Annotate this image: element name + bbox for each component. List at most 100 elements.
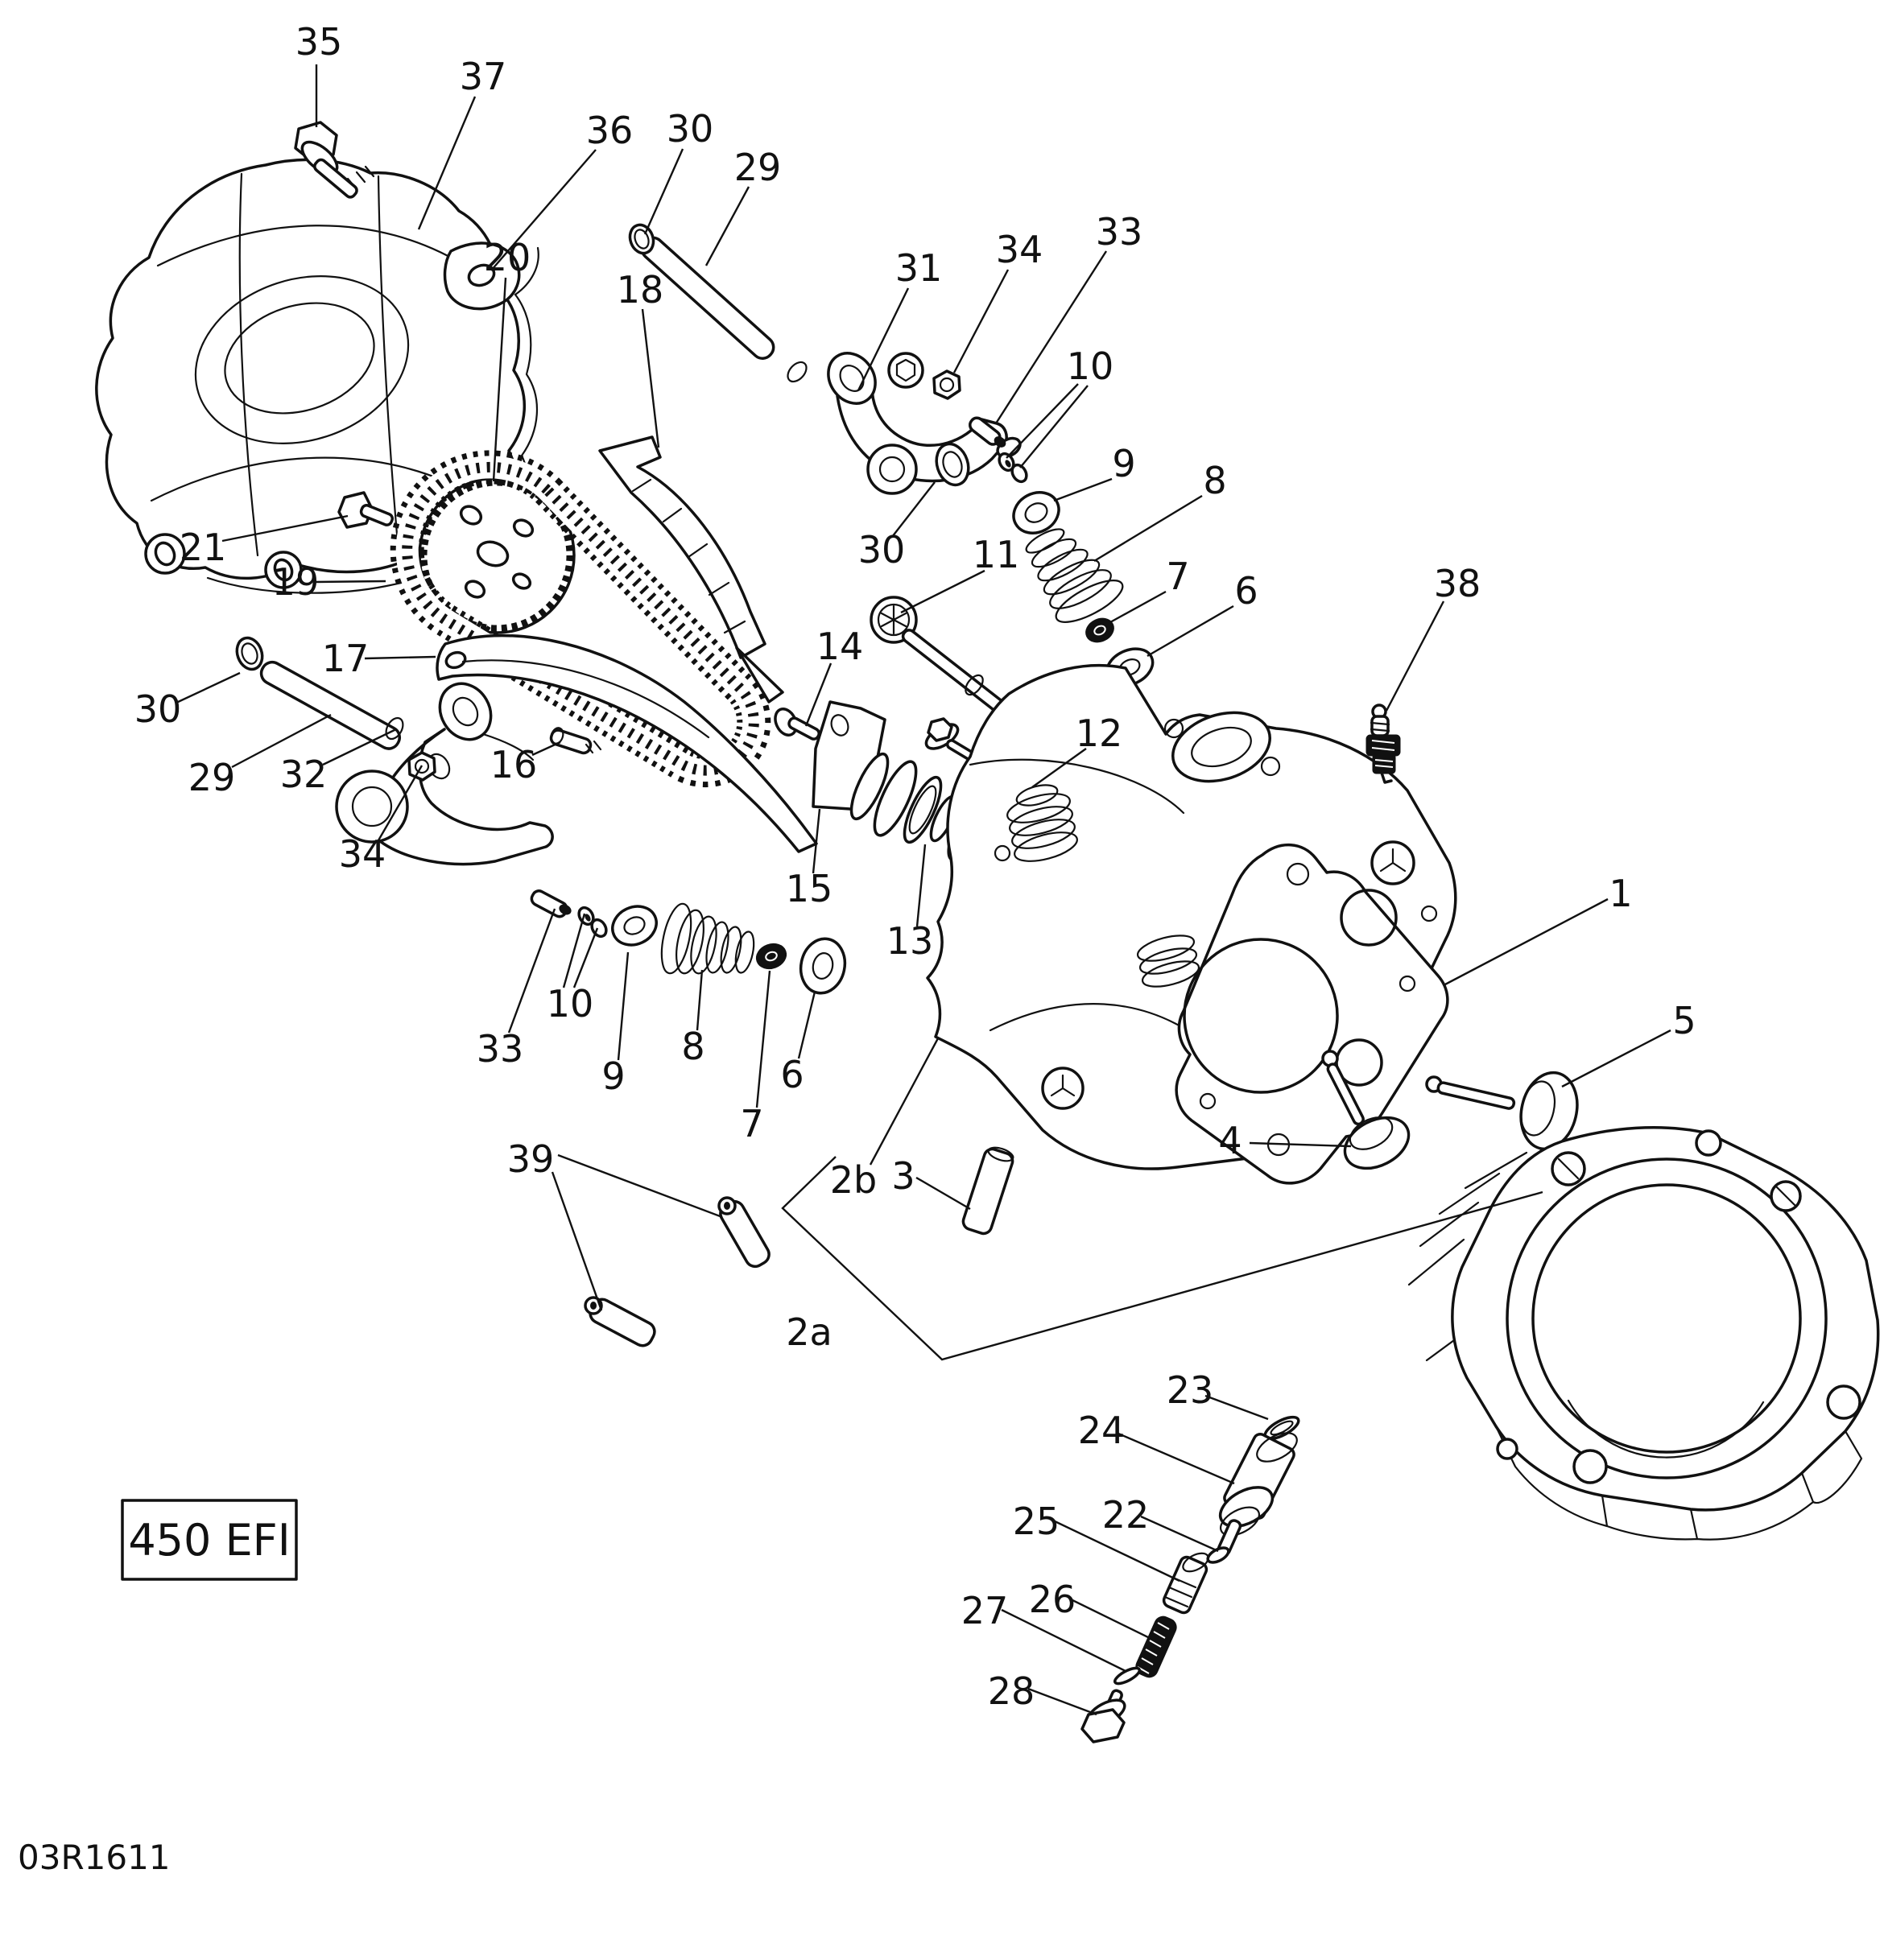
callout-label-20: 20 xyxy=(484,236,531,279)
callout-28: 28 xyxy=(988,1669,1097,1716)
callout-13: 13 xyxy=(886,844,934,963)
callout-23: 23 xyxy=(1167,1368,1269,1421)
callout-18: 18 xyxy=(617,268,663,448)
callout-26: 26 xyxy=(1029,1578,1152,1640)
callout-label-9-bottom: 9 xyxy=(601,1054,625,1098)
callout-9-bottom: 9 xyxy=(601,951,630,1098)
adjuster-screw-bottom xyxy=(530,889,572,918)
callout-20: 20 xyxy=(484,236,531,482)
cylinder xyxy=(1407,1125,1880,1541)
callout-label-17: 17 xyxy=(322,637,370,680)
leader-line-34-top xyxy=(952,269,1010,373)
tensioner-blade xyxy=(436,633,818,853)
callout-label-4: 4 xyxy=(1218,1119,1242,1162)
valve-keepers-top xyxy=(998,452,1028,484)
valve-spring-top xyxy=(1025,528,1124,623)
callout-34-bottom: 34 xyxy=(339,765,423,876)
callout-9-top: 9 xyxy=(1053,442,1136,502)
chain-tensioner-body xyxy=(1218,1432,1298,1537)
callout-label-26: 26 xyxy=(1029,1578,1076,1621)
callout-34-top: 34 xyxy=(952,228,1043,373)
callout-2b: 2b xyxy=(830,1038,940,1202)
callout-14: 14 xyxy=(804,625,864,727)
callout-37: 37 xyxy=(417,55,506,230)
callout-7-top: 7 xyxy=(1109,555,1190,624)
leader-line-34-bottom xyxy=(377,765,423,841)
valve-guides xyxy=(584,1196,771,1347)
leader-line-36 xyxy=(490,149,597,271)
callout-17: 17 xyxy=(322,637,436,680)
leader-line-6-bottom xyxy=(797,991,816,1059)
head-gasket xyxy=(1175,844,1449,1185)
leader-line-10-bottom xyxy=(572,927,599,988)
callout-label-31: 31 xyxy=(895,246,943,290)
leader-line-29-top xyxy=(704,186,750,266)
callout-label-7-bottom: 7 xyxy=(740,1102,763,1145)
leader-line-29-left xyxy=(231,713,332,769)
callout-label-12: 12 xyxy=(1076,712,1123,755)
callout-label-35: 35 xyxy=(295,20,343,64)
leader-line-33-bottom xyxy=(507,908,556,1034)
callout-21: 21 xyxy=(180,514,349,569)
leader-line-28 xyxy=(1027,1687,1097,1716)
callout-22: 22 xyxy=(1102,1493,1219,1553)
model-badge-box xyxy=(121,1499,298,1581)
intake-valve xyxy=(1425,1071,1579,1151)
callout-7-bottom: 7 xyxy=(740,970,771,1145)
leader-line-9-top xyxy=(1053,477,1113,502)
leader-line-4 xyxy=(1249,1141,1352,1148)
callout-label-19: 19 xyxy=(272,560,320,604)
timing-chain xyxy=(390,450,771,788)
callout-label-11: 11 xyxy=(973,533,1020,576)
leader-line-17 xyxy=(364,655,436,660)
callout-1: 1 xyxy=(1443,872,1633,987)
callout-10-top: 10 xyxy=(1006,345,1113,468)
leader-line-5 xyxy=(1561,1029,1671,1088)
valve-spring-bottom xyxy=(660,902,755,975)
leader-line-33-top xyxy=(994,250,1108,424)
callout-36: 36 xyxy=(490,109,634,271)
callout-29-top: 29 xyxy=(704,146,781,266)
callout-label-2b: 2b xyxy=(830,1158,877,1202)
callout-label-28: 28 xyxy=(988,1669,1035,1713)
leader-line-38 xyxy=(1385,600,1445,712)
callout-29-left: 29 xyxy=(188,713,332,799)
leader-line-16 xyxy=(531,741,561,757)
leader-line-14 xyxy=(804,662,833,727)
callout-label-25: 25 xyxy=(1013,1500,1060,1543)
callout-label-32: 32 xyxy=(280,753,328,796)
tensioner-spring-26 xyxy=(1135,1615,1177,1678)
cover-bolt xyxy=(294,121,375,199)
callout-label-14: 14 xyxy=(816,625,864,668)
rocker-arm-exhaust xyxy=(335,682,554,866)
callout-19: 19 xyxy=(272,560,386,604)
leader-line-12 xyxy=(1031,748,1087,788)
leader-line-21 xyxy=(221,514,349,543)
leader-line-3 xyxy=(915,1176,971,1211)
callout-label-39: 39 xyxy=(507,1137,555,1181)
oring-left xyxy=(235,636,264,671)
valve-cover xyxy=(95,158,527,589)
callout-label-7-top: 7 xyxy=(1166,555,1189,598)
callout-label-1: 1 xyxy=(1609,872,1632,915)
callout-label-13: 13 xyxy=(886,919,934,963)
stem-seal-bottom xyxy=(755,943,787,970)
callout-label-34-top: 34 xyxy=(996,228,1043,271)
callout-30-mid: 30 xyxy=(858,481,936,571)
callout-31: 31 xyxy=(857,246,943,391)
leader-line-10-top xyxy=(1019,385,1089,468)
callout-label-2a: 2a xyxy=(786,1310,832,1354)
callout-label-3: 3 xyxy=(891,1154,915,1198)
callout-label-30-left: 30 xyxy=(134,687,182,731)
rocker-shaft-left xyxy=(259,660,404,750)
spark-plug xyxy=(1365,704,1401,784)
spring-seat-washer-bottom xyxy=(799,937,847,995)
leader-line-27 xyxy=(1001,1608,1126,1673)
callout-30-left: 30 xyxy=(134,671,241,731)
callout-25: 25 xyxy=(1013,1500,1180,1582)
callout-label-36: 36 xyxy=(586,109,634,152)
tensioner-bolt-28 xyxy=(1080,1689,1126,1743)
callout-3: 3 xyxy=(891,1154,971,1211)
leader-line-37 xyxy=(417,96,477,230)
